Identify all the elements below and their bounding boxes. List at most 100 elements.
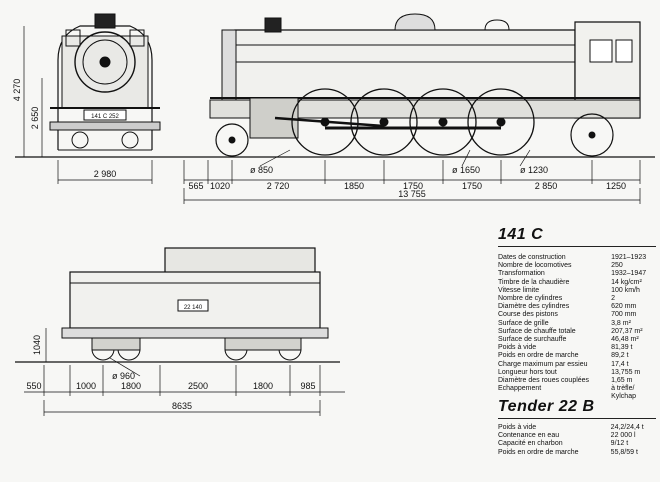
tender-overall-length: 8635 (172, 401, 192, 411)
spec-label: Longueur hors tout (498, 368, 557, 376)
spec-row: Capacité en charbon 9/12 t (498, 440, 660, 448)
spec-label: Diamètre des roues couplées (498, 377, 590, 385)
spec-value: 81,39 t (611, 344, 633, 352)
loco-front-plate: 141 C 252 (91, 114, 119, 120)
axle-spacing: 1250 (606, 181, 626, 191)
spec-value: 89,2 t (611, 352, 629, 360)
spec-value: 2 (611, 295, 615, 303)
tender-title-rule (498, 418, 656, 419)
spec-value: 620 mm (611, 303, 637, 311)
spec-label: Course des pistons (498, 311, 558, 319)
spec-label: Poids à vide (498, 424, 537, 431)
spec-row: Echappement à trèfle/ (498, 385, 660, 393)
tender-plate: 22 140 (184, 305, 203, 311)
tender-side-view (61, 247, 329, 361)
spec-value: 14 kg/cm² (611, 278, 642, 286)
spec-label: Transformation (498, 270, 545, 278)
wheel-diameter-coupled: ø 1650 (452, 165, 480, 175)
tender-height: 1040 (32, 335, 42, 355)
spec-value: 700 mm (611, 311, 637, 319)
loco-total-height: 4 270 (12, 79, 22, 102)
tender-class-title: Tender 22 B (498, 398, 595, 415)
tender-axle-spacing: 1000 (76, 381, 96, 391)
spec-label: Surface de grille (498, 319, 549, 327)
spec-label: Poids en ordre de marche (498, 352, 579, 360)
spec-row: Longueur hors tout 13,755 m (498, 369, 660, 377)
spec-value: 3,8 m² (611, 319, 631, 327)
spec-label: Nombre de locomotives (498, 262, 572, 270)
spec-label: Vitesse limite (498, 286, 540, 294)
loco-front-width: 2 980 (94, 169, 117, 179)
spec-value: 24,2/24,4 t (610, 424, 644, 431)
spec-label: Dates de construction (498, 254, 566, 261)
spec-row: Vitesse limite 100 km/h (498, 287, 660, 295)
spec-value: 17,4 t (611, 360, 629, 368)
spec-row: Surface de surchauffe 46,48 m² (498, 336, 660, 344)
spec-value: 250 (611, 262, 623, 270)
locomotive-front-view (49, 13, 161, 151)
spec-value: 22 000 l (610, 432, 636, 440)
spec-label: Poids à vide (498, 344, 537, 352)
wheel-diameter-leading: ø 850 (250, 165, 273, 175)
spec-row: Surface de chauffe totale 207,37 m² (498, 328, 660, 336)
axle-spacing: 1750 (403, 181, 423, 191)
spec-value: 13,755 m (611, 368, 641, 376)
axle-spacing: 2 850 (535, 181, 558, 191)
spec-row: Diamètre des roues couplées 1,65 m (498, 377, 660, 385)
loco-overall-length: 13 755 (398, 189, 426, 199)
spec-label: Surface de chauffe totale (498, 327, 576, 335)
spec-value: 1932–1947 (611, 270, 647, 278)
axle-spacing: 2 720 (267, 181, 290, 191)
spec-row: Poids à vide 24,2/24,4 t (498, 424, 660, 432)
spec-value: 55,8/59 t (610, 448, 638, 456)
spec-label: Capacité en charbon (498, 440, 563, 448)
tender-axle-spacing: 1800 (253, 381, 273, 391)
tender-wheel-diameter: ø 960 (112, 371, 135, 381)
tender-axle-spacing: 2500 (188, 381, 208, 391)
spec-row: Contenance en eau 22 000 l (498, 432, 660, 440)
tender-axle-spacing: 1800 (121, 381, 141, 391)
spec-row: Transformation 1932–1947 (498, 270, 660, 278)
spec-label: Nombre de cylindres (498, 295, 563, 303)
spec-row: Kylchap (498, 393, 660, 401)
spec-value: 9/12 t (610, 440, 629, 448)
spec-row: Nombre de cylindres 2 (498, 295, 660, 303)
loco-boiler-height: 2 650 (30, 107, 40, 130)
spec-row: Nombre de locomotives 250 (498, 262, 660, 270)
spec-label: Echappement (498, 385, 542, 393)
spec-row: Poids en ordre de marche 55,8/59 t (498, 449, 660, 457)
spec-label: Charge maximum par essieu (498, 360, 588, 368)
spec-value: Kylchap (611, 393, 636, 401)
spec-value: 46,48 m² (611, 336, 639, 344)
spec-label: Surface de surchauffe (498, 336, 567, 344)
spec-label: Contenance en eau (498, 432, 560, 440)
wheel-diameter-trailing: ø 1230 (520, 165, 548, 175)
spec-value: à trèfle/ (611, 385, 635, 393)
axle-spacing: 1850 (344, 181, 364, 191)
axle-spacing: 565 (188, 181, 203, 191)
spec-value: 207,37 m² (611, 327, 643, 335)
spec-label: Poids en ordre de marche (498, 448, 579, 456)
title-rule (498, 246, 656, 247)
dimension-lines (23, 26, 641, 416)
spec-row: Surface de grille 3,8 m² (498, 320, 660, 328)
tender-axle-spacing: 985 (300, 381, 315, 391)
locomotive-class-title: 141 C (498, 226, 544, 243)
spec-row: Charge maximum par essieu 17,4 t (498, 361, 660, 369)
axle-spacing: 1020 (210, 181, 230, 191)
dimension-labels: 4 270 2 650 141 C 252 2 980 ø 850 ø 1650… (12, 79, 626, 411)
spec-row: Dates de construction 1921–1923 (498, 254, 660, 262)
spec-row: Diamètre des cylindres 620 mm (498, 303, 660, 311)
spec-value: 100 km/h (611, 286, 640, 294)
spec-row: Poids à vide 81,39 t (498, 344, 660, 352)
spec-value: 1921–1923 (611, 254, 647, 261)
locomotive-side-view (209, 13, 641, 157)
spec-row: Poids en ordre de marche 89,2 t (498, 352, 660, 360)
spec-label: Diamètre des cylindres (498, 303, 570, 311)
spec-value: 1,65 m (611, 377, 633, 385)
spec-row: Course des pistons 700 mm (498, 311, 660, 319)
